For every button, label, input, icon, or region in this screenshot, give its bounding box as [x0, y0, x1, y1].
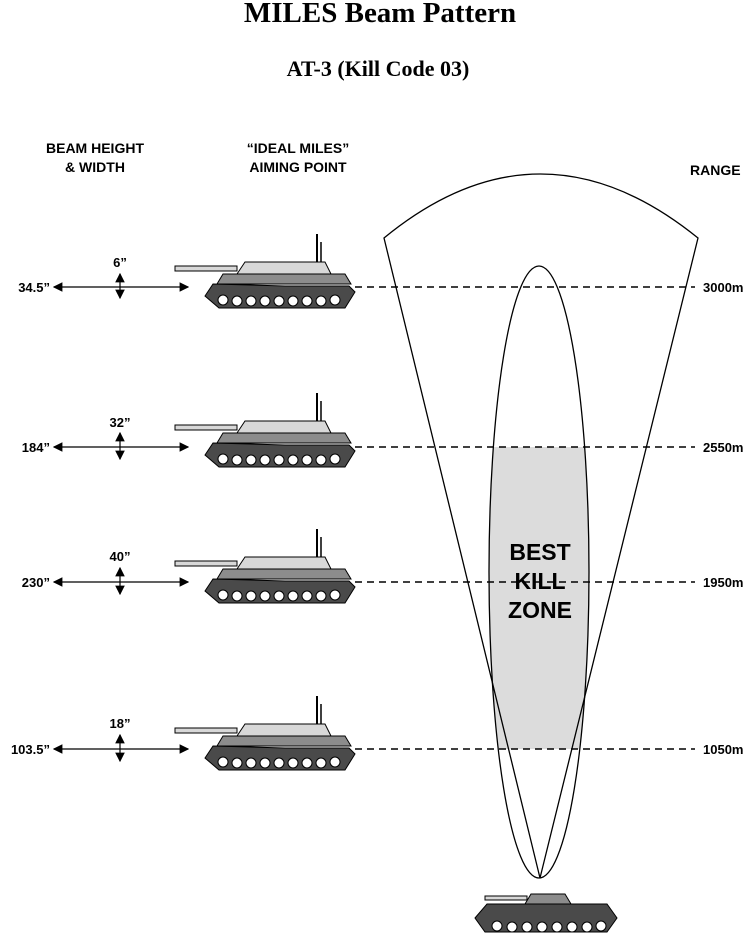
header-beam-line1: BEAM HEIGHT — [46, 140, 144, 156]
firing-vehicle-icon — [474, 893, 618, 933]
header-aim-line1: “IDEAL MILES” — [247, 140, 349, 156]
range-label: 1050m — [703, 742, 743, 757]
beam-core-ellipse — [488, 265, 590, 879]
beam-row: 2550m 184” 32” — [22, 392, 743, 468]
beam-width-label: 184” — [22, 440, 50, 455]
beam-height-label: 32” — [110, 415, 131, 430]
beam-height-label: 6” — [113, 255, 127, 270]
range-label: 2550m — [703, 440, 743, 455]
beam-width-label: 34.5” — [18, 280, 50, 295]
beam-row: 3000m 34.5” 6” — [18, 233, 743, 309]
zone-label-line3: ZONE — [508, 597, 572, 623]
beam-row: 1050m 103.5” 18” — [11, 695, 743, 771]
beam-height-label: 40” — [110, 549, 131, 564]
zone-label-line2: KILL — [514, 568, 565, 594]
zone-label-line1: BEST — [509, 539, 570, 565]
beam-width-label: 103.5” — [11, 742, 50, 757]
beam-height-label: 18” — [110, 716, 131, 731]
header-aim-line2: AIMING POINT — [249, 159, 347, 175]
target-tank-icon — [174, 528, 356, 604]
best-kill-zone — [489, 447, 589, 749]
target-tank-icon — [174, 233, 356, 309]
page-title: MILES Beam Pattern — [244, 0, 516, 29]
target-tank-icon — [174, 392, 356, 468]
header-range: RANGE — [690, 162, 741, 178]
header-beam-line2: & WIDTH — [65, 159, 125, 175]
beam-fan-outline — [383, 173, 699, 879]
target-tank-icon — [174, 695, 356, 771]
beam-row: 1950m 230” 40” — [22, 528, 743, 604]
range-label: 3000m — [703, 280, 743, 295]
range-label: 1950m — [703, 575, 743, 590]
page-subtitle: AT-3 (Kill Code 03) — [287, 56, 470, 81]
beam-width-label: 230” — [22, 575, 50, 590]
